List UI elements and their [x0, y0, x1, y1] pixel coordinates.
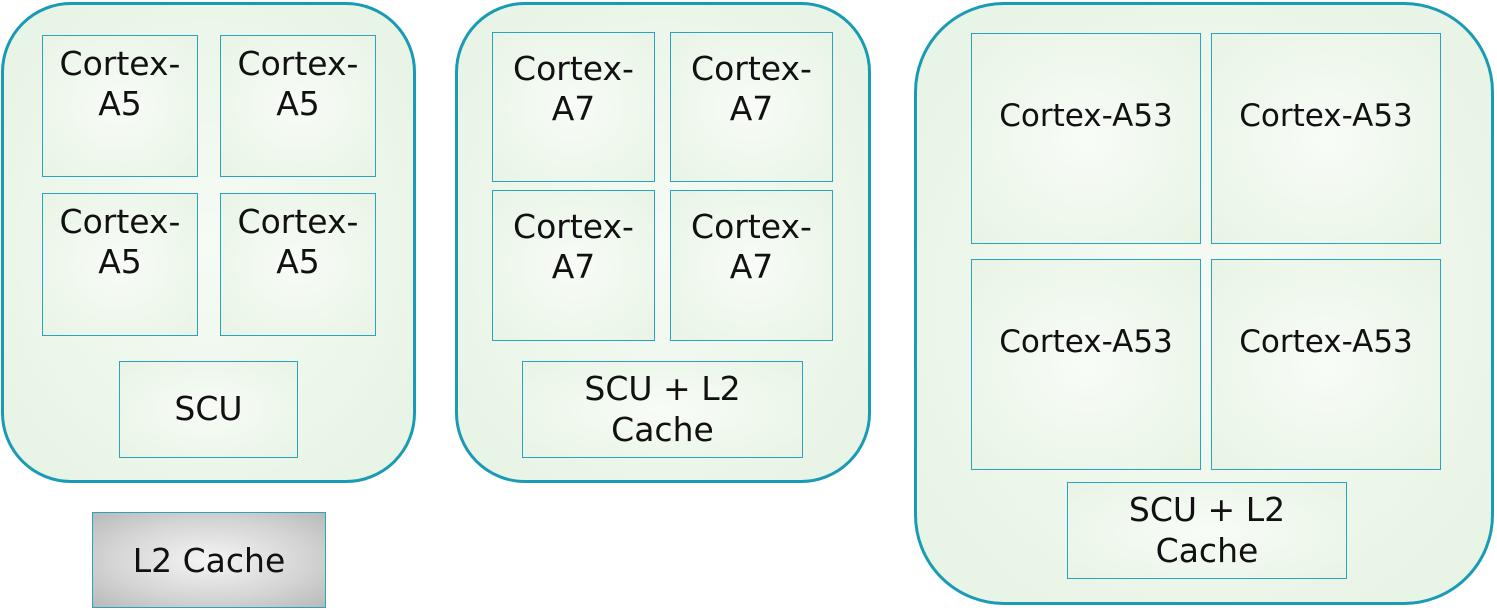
core-label: Cortex-A53 [999, 98, 1173, 134]
core-label: Cortex-A53 [1239, 324, 1413, 360]
core-box: Cortex- A7 [492, 190, 655, 341]
core-box: Cortex- A5 [220, 35, 376, 177]
core-box: Cortex-A53 [971, 259, 1201, 470]
scu-l2-box: SCU + L2 Cache [1067, 482, 1347, 579]
core-box: Cortex- A7 [492, 32, 655, 182]
core-box: Cortex-A53 [1211, 33, 1441, 244]
core-label: Cortex- A5 [237, 202, 359, 282]
core-label: Cortex-A53 [999, 324, 1173, 360]
core-label: Cortex- A7 [513, 207, 634, 287]
core-box: Cortex- A5 [220, 193, 376, 336]
core-label: Cortex- A5 [237, 44, 359, 124]
core-box: Cortex- A7 [670, 190, 833, 341]
scu-l2-label: SCU + L2 Cache [1128, 490, 1286, 570]
core-label: Cortex- A7 [691, 207, 812, 287]
core-box: Cortex- A7 [670, 32, 833, 182]
scu-l2-box: SCU + L2 Cache [522, 361, 803, 458]
core-label: Cortex- A7 [691, 49, 812, 129]
scu-l2-label: SCU + L2 Cache [584, 369, 741, 449]
core-box: Cortex-A53 [971, 33, 1201, 244]
core-label: Cortex- A7 [513, 49, 634, 129]
core-box: Cortex-A53 [1211, 259, 1441, 470]
l2-cache-label: L2 Cache [132, 540, 286, 580]
core-label: Cortex- A5 [59, 44, 181, 124]
core-box: Cortex- A5 [42, 193, 198, 336]
external-l2-cache-box: L2 Cache [92, 512, 326, 608]
scu-label: SCU [174, 389, 243, 429]
core-box: Cortex- A5 [42, 35, 198, 177]
core-label: Cortex-A53 [1239, 98, 1413, 134]
scu-box: SCU [119, 361, 298, 458]
core-label: Cortex- A5 [59, 202, 181, 282]
